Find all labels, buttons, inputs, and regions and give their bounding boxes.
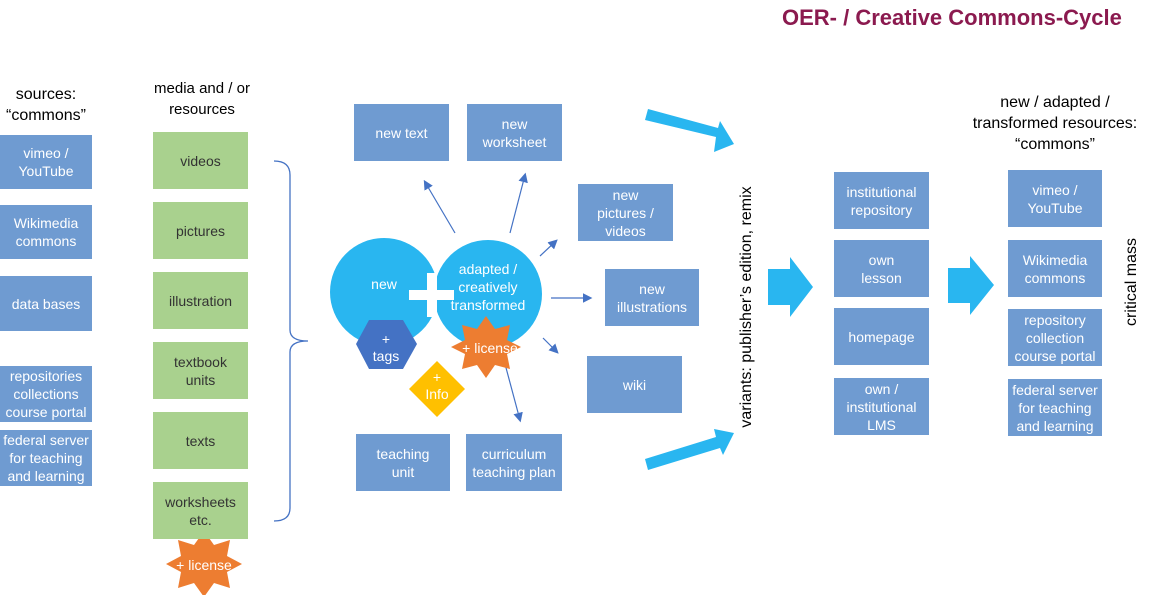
source-databases: data bases	[0, 276, 92, 331]
media-videos: videos	[153, 132, 248, 189]
license-star-bottom	[166, 531, 242, 595]
critical-mass-label: critical mass	[1123, 238, 1140, 327]
media-heading: media and / or resources	[154, 80, 250, 118]
info-label: + Info	[425, 369, 449, 402]
arrow-to-new-worksheet	[509, 172, 528, 234]
tags-hexagon	[356, 320, 417, 369]
block-arrow-1	[768, 257, 813, 317]
license-star-center	[451, 316, 521, 378]
center-license-label: + license	[462, 340, 518, 356]
output-new-worksheet: new worksheet	[467, 104, 562, 161]
media-texts: texts	[153, 412, 248, 469]
new-label: new	[371, 276, 397, 292]
new-circle	[330, 238, 438, 346]
dist-own-lesson: own lesson	[834, 240, 929, 297]
media-illustration: illustration	[153, 272, 248, 329]
grouping-brace	[273, 160, 309, 522]
media-worksheets: worksheets etc.	[153, 482, 248, 539]
adapted-label: adapted / creatively transformed	[450, 261, 526, 313]
output-new-text: new text	[354, 104, 449, 161]
source-wikimedia: Wikimedia commons	[0, 205, 92, 259]
results-heading: new / adapted / transformed resources: “…	[972, 94, 1138, 153]
sources-heading: sources: “commons”	[5, 86, 86, 124]
media-license-label: + license	[176, 557, 232, 573]
arrow-to-curriculum	[504, 363, 523, 423]
result-repository: repository collection course portal	[1008, 309, 1102, 366]
variants-label: variants: publisher’s edition, remix	[738, 186, 755, 428]
result-federal-server: federal server for teaching and learning	[1008, 379, 1102, 436]
media-pictures: pictures	[153, 202, 248, 259]
source-vimeo: vimeo / YouTube	[0, 135, 92, 189]
big-arrow-lower	[645, 429, 734, 470]
result-wikimedia: Wikimedia commons	[1008, 240, 1102, 297]
block-arrow-2	[948, 256, 994, 315]
dist-homepage: homepage	[834, 308, 929, 365]
arrow-to-new-text	[423, 179, 456, 234]
source-repositories: repositories collections course portal	[0, 366, 92, 422]
source-federal-server: federal server for teaching and learning	[0, 430, 92, 486]
dist-lms: own / institutional LMS	[834, 378, 929, 435]
output-curriculum: curriculum teaching plan	[466, 434, 562, 491]
arrow-to-wiki	[542, 337, 559, 354]
arrow-to-new-pictures	[539, 239, 558, 257]
big-arrow-upper	[645, 109, 734, 152]
dist-institutional-repository: institutional repository	[834, 172, 929, 229]
result-vimeo: vimeo / YouTube	[1008, 170, 1102, 227]
adapted-circle	[434, 240, 542, 348]
output-new-illustrations: new illustrations	[605, 269, 699, 326]
output-teaching-unit: teaching unit	[356, 434, 450, 491]
output-new-pictures: new pictures / videos	[578, 184, 673, 241]
tags-label: + tags	[372, 331, 400, 364]
page-title: OER- / Creative Commons-Cycle	[782, 5, 1122, 30]
media-textbook-units: textbook units	[153, 342, 248, 399]
plus-icon	[409, 273, 454, 317]
info-diamond	[409, 361, 465, 417]
output-wiki: wiki	[587, 356, 682, 413]
